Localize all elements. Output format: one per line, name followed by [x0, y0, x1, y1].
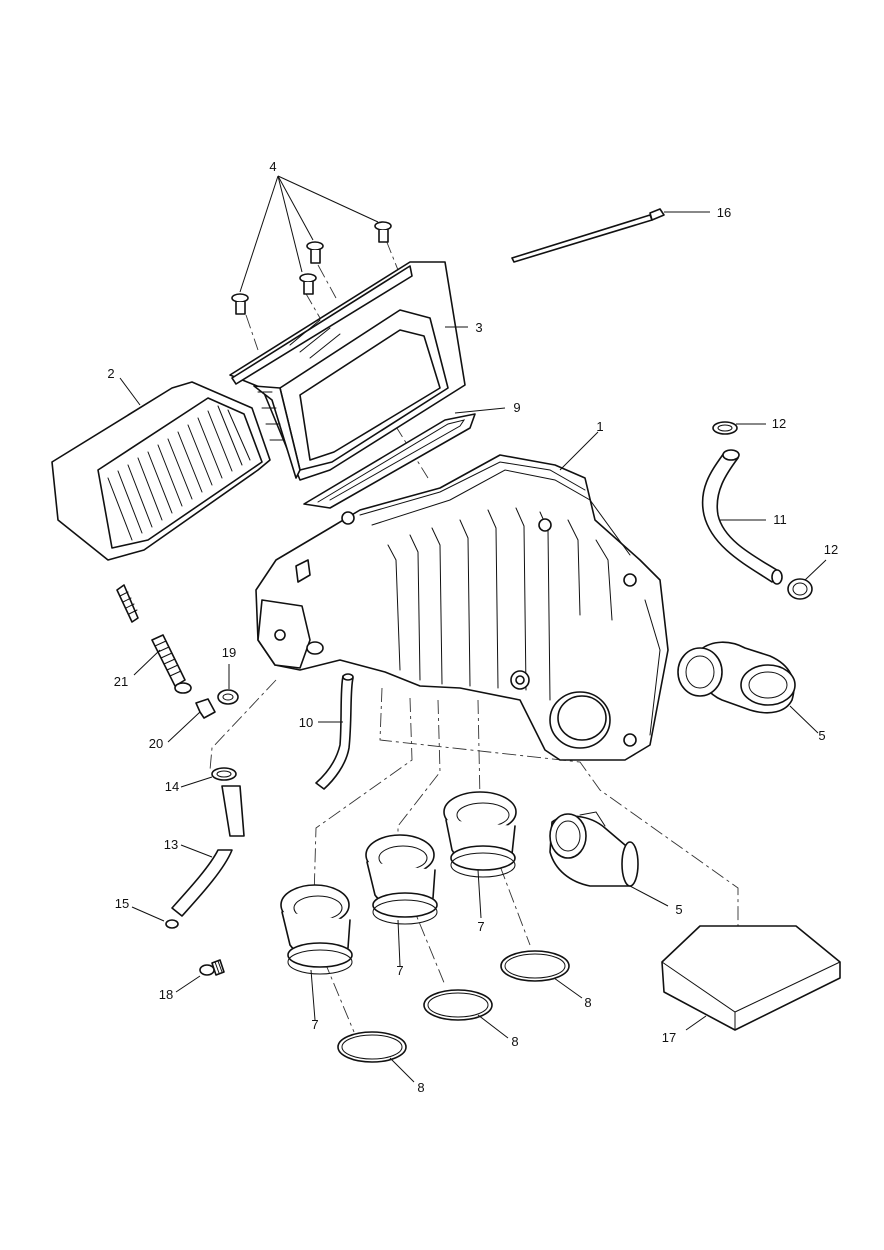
part-19-grommet [217, 689, 239, 705]
callout-10: 10 [299, 715, 313, 730]
callout-7-left: 7 [311, 1017, 318, 1032]
callout-9: 9 [513, 400, 520, 415]
callout-13: 13 [164, 837, 178, 852]
part-15-clip [165, 919, 179, 929]
part-2-air-filter [51, 381, 271, 561]
callout-21: 21 [114, 674, 128, 689]
callout-8-middle: 8 [511, 1034, 518, 1049]
callout-14: 14 [165, 779, 179, 794]
part-10-pipe [315, 673, 354, 790]
part-14-clip [211, 767, 237, 781]
part-11-hose [701, 449, 783, 585]
part-8-oring-left [337, 1031, 407, 1063]
callout-1: 1 [596, 419, 603, 434]
screw-4d [374, 221, 392, 243]
part-1-airbox-body [255, 454, 669, 761]
callout-7-right: 7 [477, 919, 484, 934]
callout-12-upper: 12 [772, 416, 786, 431]
part-8-oring-middle [423, 989, 493, 1021]
callout-labels: 4 16 3 2 9 1 12 11 12 19 21 10 5 20 14 1… [107, 159, 838, 1095]
part-16-strip [511, 208, 665, 263]
callout-20: 20 [149, 736, 163, 751]
part-7-boot-right [443, 791, 517, 878]
part-3-filter-cover [229, 261, 466, 481]
callout-17: 18 [159, 987, 173, 1002]
part-12-clip-lower [787, 578, 813, 600]
part-7-boot-middle [365, 834, 438, 925]
filter-pleats [107, 405, 251, 541]
callout-7-middle: 7 [396, 963, 403, 978]
part-21-drain [116, 584, 192, 694]
callout-5-lower: 5 [675, 902, 682, 917]
callout-2: 2 [107, 366, 114, 381]
callout-19: 19 [222, 645, 236, 660]
callout-16: 16 [717, 205, 731, 220]
part-17-screw [199, 959, 225, 976]
callout-15: 15 [115, 896, 129, 911]
assembly-centerlines [209, 239, 739, 1033]
part-18-pad [661, 925, 841, 1031]
part-9-gasket [303, 413, 476, 509]
part-5-elbow-upper [677, 641, 796, 714]
part-8-oring-right [500, 950, 570, 982]
part-12-clip-upper [712, 421, 738, 435]
callout-4: 4 [269, 159, 276, 174]
callout-8-right: 8 [584, 995, 591, 1010]
screw-4b [299, 273, 317, 295]
part-20-fitting [195, 698, 216, 719]
callout-12-lower: 12 [824, 542, 838, 557]
leader-lines [119, 175, 827, 1083]
part-7-boot-left [280, 884, 353, 975]
screw-4c [306, 241, 324, 264]
callout-8-left: 8 [417, 1080, 424, 1095]
part-13-hose [171, 785, 245, 917]
callout-11: 11 [773, 512, 787, 527]
callout-5-upper: 5 [818, 728, 825, 743]
callout-18: 17 [662, 1030, 676, 1045]
screw-4a [231, 293, 249, 315]
part-4-screws [231, 221, 392, 315]
part-5-elbow-lower [549, 811, 639, 887]
callout-3: 3 [475, 320, 482, 335]
